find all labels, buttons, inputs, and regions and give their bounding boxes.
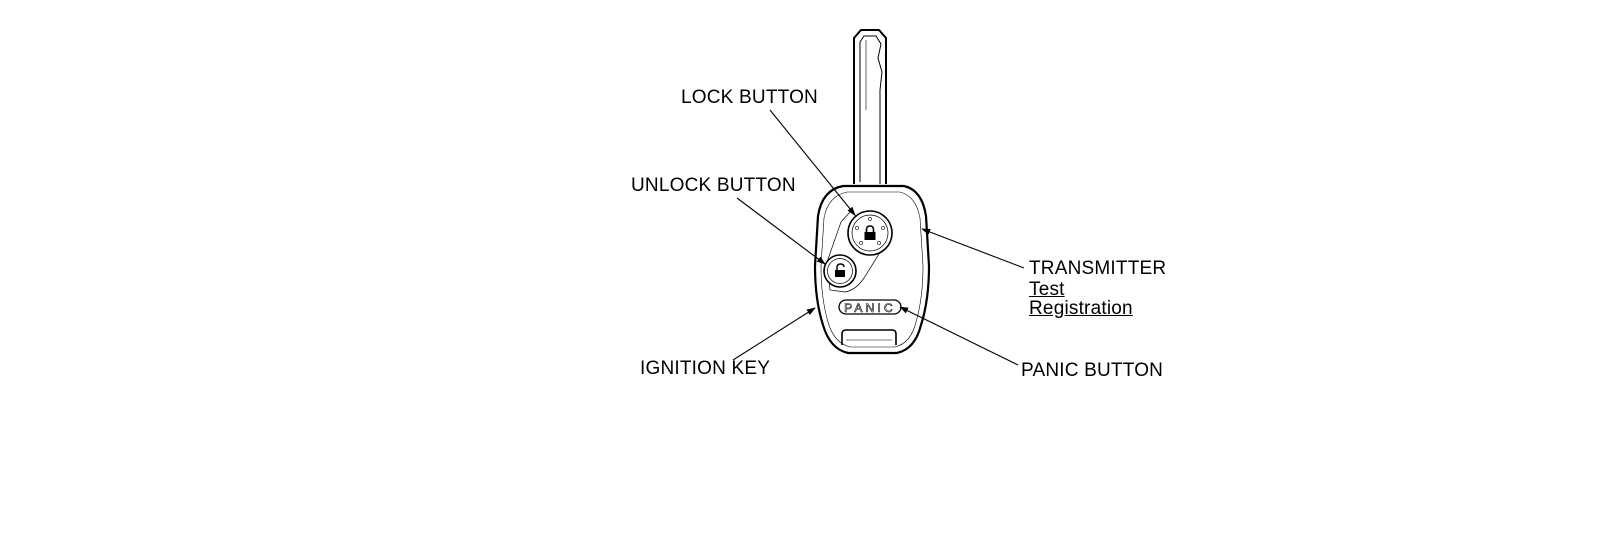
transmitter-label: TRANSMITTER [1029, 258, 1167, 279]
panic-button-text: PANIC [844, 301, 896, 315]
lock-button-label: LOCK BUTTON [681, 87, 818, 108]
registration-link[interactable]: Registration [1029, 298, 1133, 319]
key-blade [853, 29, 887, 184]
transmitter-leader [921, 228, 1025, 269]
ignition-leader [732, 307, 816, 361]
unlock-button-label: UNLOCK BUTTON [631, 175, 796, 196]
lock-button[interactable] [847, 210, 893, 256]
test-link[interactable]: Test [1029, 279, 1065, 300]
unlock-button[interactable] [823, 254, 857, 288]
lock-leader [769, 109, 856, 216]
panic-button-label: PANIC BUTTON [1021, 360, 1164, 381]
ignition-key-label: IGNITION KEY [640, 358, 771, 379]
lock-icon [864, 225, 876, 240]
unlock-icon [835, 263, 845, 277]
unlock-leader [736, 197, 826, 265]
panic-button[interactable]: PANIC [838, 299, 902, 315]
leader-lines [732, 109, 1025, 366]
panic-leader [899, 306, 1019, 366]
